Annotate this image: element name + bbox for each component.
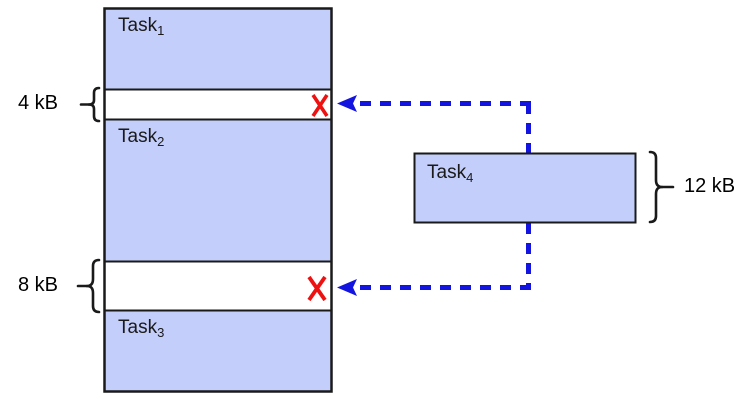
brace-4kb bbox=[79, 86, 101, 123]
incoming-task-block[interactable] bbox=[413, 152, 637, 224]
brace-12kb bbox=[648, 150, 675, 224]
cross-icon-hole-8kb bbox=[307, 275, 327, 302]
arrow-to-hole2-head bbox=[337, 279, 357, 296]
task4-rect[interactable] bbox=[413, 152, 637, 224]
arrow-to-hole1-head bbox=[337, 95, 357, 112]
task1-label: Task1 bbox=[118, 15, 165, 38]
task2-label: Task2 bbox=[118, 126, 165, 149]
memory-block-task2[interactable] bbox=[103, 118, 333, 263]
brace-8kb bbox=[76, 258, 101, 314]
hole-8kb-size-label: 8 kB bbox=[18, 274, 59, 296]
task4-size-label: 12 kB bbox=[684, 175, 736, 197]
memory-outline bbox=[103, 7, 333, 393]
memory-hole-8kb[interactable] bbox=[103, 260, 333, 312]
cross-icon-hole-4kb bbox=[311, 94, 329, 117]
memory-hole-4kb[interactable] bbox=[103, 88, 333, 121]
task3-label: Task3 bbox=[118, 317, 165, 340]
task4-label: Task4 bbox=[427, 162, 474, 185]
main-memory-column bbox=[103, 7, 333, 393]
allocation-attempt-arrows bbox=[337, 95, 531, 296]
hole-4kb-size-label: 4 kB bbox=[18, 92, 59, 114]
rejected-markers bbox=[307, 94, 329, 302]
